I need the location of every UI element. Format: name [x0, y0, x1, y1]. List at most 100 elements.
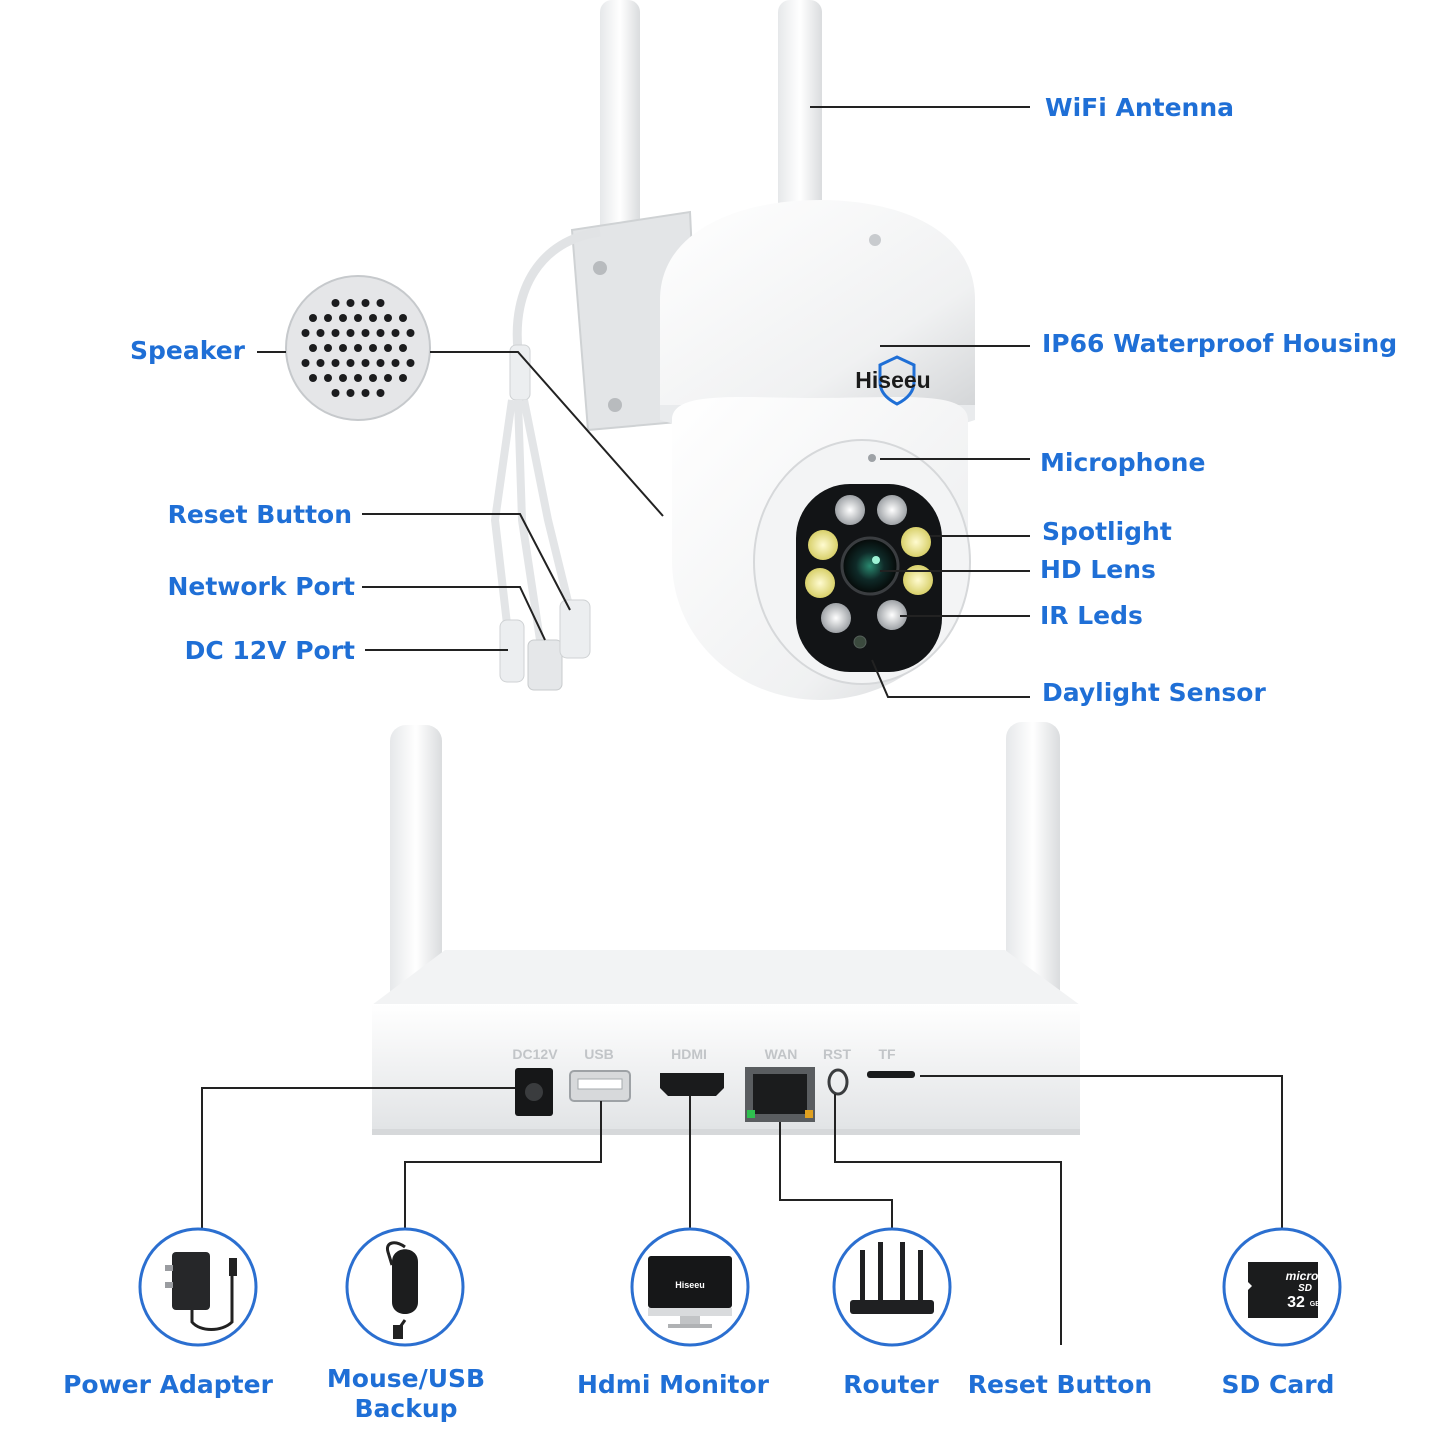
camera-callout-lines: [257, 106, 1030, 698]
port-label-usb: USB: [584, 1046, 614, 1062]
tf-slot-icon: [867, 1071, 915, 1078]
speaker-hole: [339, 314, 347, 322]
spotlight-led-icon: [903, 565, 933, 595]
label-microphone: Microphone: [1040, 448, 1206, 477]
spotlight-led-icon: [805, 568, 835, 598]
monitor-brand: Hiseeu: [675, 1280, 705, 1290]
label-daylight-sensor: Daylight Sensor: [1042, 678, 1266, 707]
speaker-hole: [406, 329, 415, 337]
label-reset-button-camera: Reset Button: [167, 500, 352, 529]
speaker-hole: [376, 359, 385, 367]
label-dc-port: DC 12V Port: [184, 636, 355, 665]
speaker-hole: [354, 344, 362, 352]
speaker-hole: [384, 374, 392, 382]
sd-card-capacity: 32: [1287, 1294, 1305, 1311]
daylight-sensor-icon: [853, 635, 867, 649]
port-label-wan: WAN: [765, 1046, 798, 1062]
label-mouse-line1: Mouse/USB: [326, 1364, 486, 1393]
speaker-hole: [331, 359, 340, 367]
camera-antenna-right: [778, 0, 822, 250]
speaker-hole: [339, 374, 347, 382]
port-label-rst: RST: [823, 1046, 851, 1062]
label-housing: IP66 Waterproof Housing: [1042, 329, 1398, 358]
speaker-hole: [309, 344, 317, 352]
brand-shield-icon: [878, 355, 916, 406]
label-ir-leds: IR Leds: [1040, 601, 1143, 630]
label-hdmi-monitor: Hdmi Monitor: [576, 1370, 770, 1399]
speaker-hole: [324, 344, 332, 352]
mouse-icon: [385, 1241, 418, 1339]
speaker-hole: [361, 329, 370, 337]
sd-card-line1: micro: [1286, 1269, 1319, 1283]
speaker-hole: [384, 314, 392, 322]
speaker-hole: [361, 389, 370, 397]
speaker-hole: [346, 329, 355, 337]
ir-led-icon: [877, 495, 907, 525]
speaker-hole: [316, 329, 325, 337]
label-spotlight: Spotlight: [1042, 517, 1172, 546]
speaker-hole: [406, 359, 415, 367]
speaker-hole: [376, 389, 385, 397]
ir-led-icon: [821, 603, 851, 633]
speaker-hole: [391, 329, 400, 337]
ir-led-icon: [877, 600, 907, 630]
speaker-hole: [309, 374, 317, 382]
camera-illustration: Hiseeu: [490, 0, 975, 700]
power-adapter-icon: [165, 1252, 237, 1331]
speaker-hole: [309, 314, 317, 322]
sd-card-icon: micro SD 32 GB: [1248, 1262, 1320, 1318]
label-router: Router: [843, 1370, 939, 1399]
sd-card-unit: GB: [1310, 1301, 1321, 1308]
port-label-tf: TF: [878, 1046, 896, 1062]
nvr-connection-lines: [201, 1075, 1283, 1345]
port-label-dc: DC12V: [512, 1046, 558, 1062]
port-label-hdmi: HDMI: [671, 1046, 707, 1062]
speaker-hole: [331, 299, 340, 307]
rst-button-icon: [827, 1068, 849, 1096]
speaker-hole: [324, 314, 332, 322]
speaker-hole: [399, 314, 407, 322]
lens-icon: [840, 536, 900, 596]
label-network-port: Network Port: [167, 572, 355, 601]
label-speaker: Speaker: [130, 336, 245, 365]
speaker-grille: [285, 275, 431, 421]
label-sd-card: SD Card: [1221, 1370, 1335, 1399]
router-icon: [850, 1242, 934, 1314]
speaker-hole: [354, 314, 362, 322]
nvr-illustration: DC12V USB HDMI WAN RST TF: [372, 722, 1080, 1135]
speaker-hole: [399, 374, 407, 382]
speaker-hole: [346, 359, 355, 367]
speaker-hole: [339, 344, 347, 352]
speaker-hole: [316, 359, 325, 367]
speaker-hole: [369, 344, 377, 352]
spotlight-led-icon: [808, 530, 838, 560]
label-hd-lens: HD Lens: [1040, 555, 1156, 584]
speaker-hole: [301, 359, 310, 367]
label-power-adapter: Power Adapter: [63, 1370, 273, 1399]
speaker-hole: [384, 344, 392, 352]
speaker-hole: [399, 344, 407, 352]
spotlight-led-icon: [901, 527, 931, 557]
speaker-hole: [331, 329, 340, 337]
sd-card-line2: SD: [1298, 1283, 1312, 1294]
monitor-icon: Hiseeu: [648, 1256, 732, 1328]
label-wifi-antenna: WiFi Antenna: [1045, 93, 1235, 122]
speaker-hole: [369, 374, 377, 382]
speaker-hole: [331, 389, 340, 397]
camera-brand: Hiseeu: [855, 367, 930, 393]
label-mouse-line2: Backup: [354, 1394, 458, 1423]
hdmi-port-icon: [660, 1073, 724, 1096]
speaker-hole: [361, 299, 370, 307]
speaker-hole: [354, 374, 362, 382]
label-reset-button-nvr: Reset Button: [967, 1370, 1153, 1399]
speaker-hole: [301, 329, 310, 337]
ir-led-icon: [835, 495, 865, 525]
speaker-hole: [391, 359, 400, 367]
speaker-hole: [369, 314, 377, 322]
speaker-hole: [361, 359, 370, 367]
speaker-hole: [376, 299, 385, 307]
speaker-hole: [376, 329, 385, 337]
speaker-hole: [324, 374, 332, 382]
